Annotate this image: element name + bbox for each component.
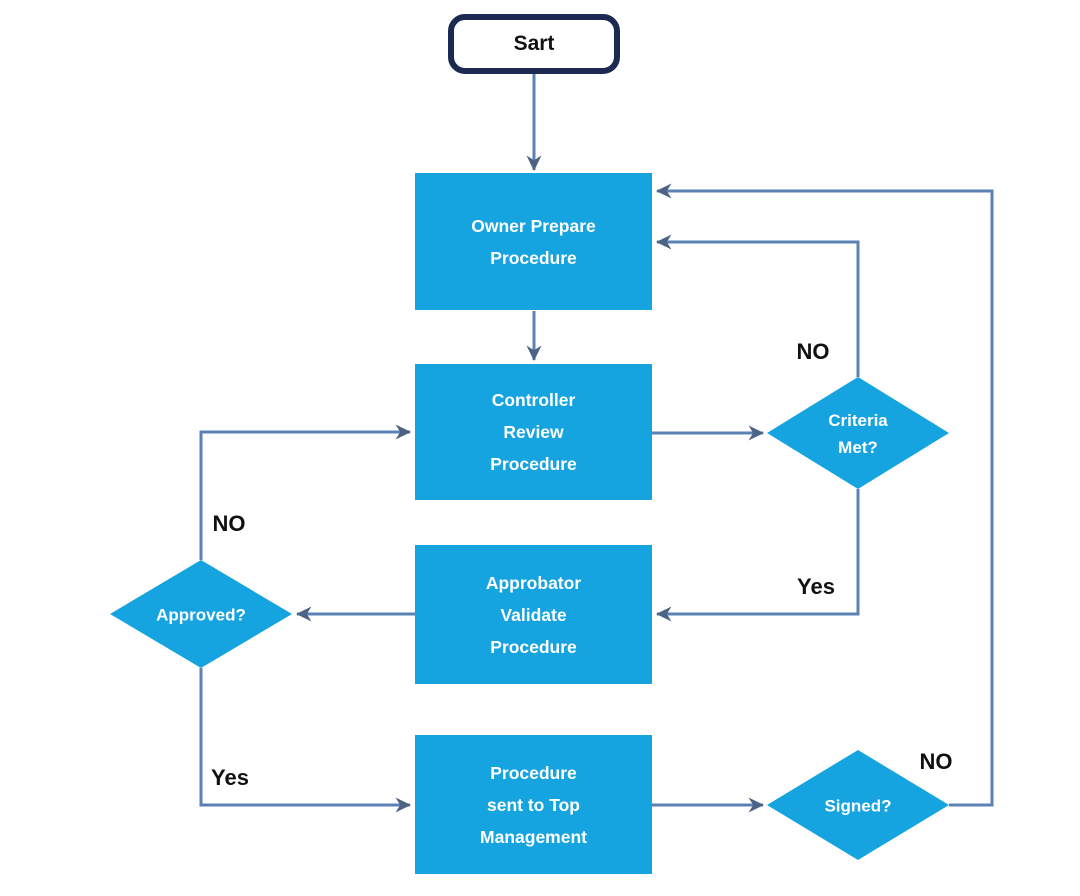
- criteria-met-label: Criteria Met?: [828, 411, 888, 457]
- approved-diamond: [110, 560, 292, 668]
- procedure-sent-to-top-management-node: Procedure sent to Top Management: [415, 735, 652, 874]
- approbator-validate-procedure-node: Approbator Validate Procedure: [415, 545, 652, 684]
- edge-criteria-no-to-owner: [656, 234, 860, 377]
- controller-review-procedure-node: Controller Review Procedure: [415, 364, 652, 500]
- edge-approved-yes-to-sent: [199, 668, 411, 813]
- edge-criteria-yes-to-approbator: [656, 489, 860, 622]
- start-node: Sart: [448, 14, 620, 74]
- criteria-met-diamond: [767, 377, 949, 489]
- signed-label: Signed?: [824, 796, 892, 816]
- start-node-label: Sart: [513, 32, 555, 55]
- edge-signed-no-to-owner: [656, 183, 994, 807]
- signed-no-branch-label: NO: [919, 749, 953, 774]
- criteria-no-branch-label: NO: [796, 339, 830, 364]
- approved-no-branch-label: NO: [212, 511, 246, 536]
- approved-yes-branch-label: Yes: [211, 765, 249, 790]
- owner-prepare-procedure-node: Owner Prepare Procedure: [415, 173, 652, 310]
- criteria-yes-branch-label: Yes: [797, 574, 835, 599]
- edge-approved-no-to-controller: [199, 424, 411, 560]
- approved-label: Approved?: [156, 605, 246, 625]
- signed-diamond: [767, 750, 949, 860]
